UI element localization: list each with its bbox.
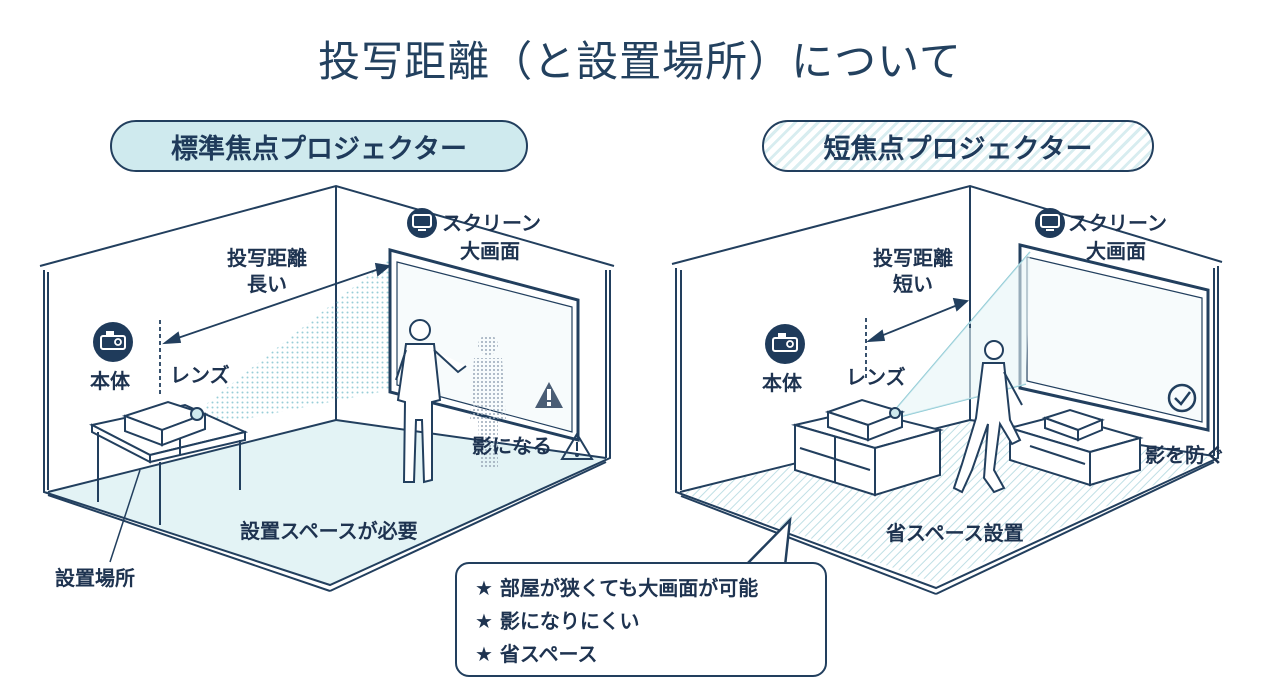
right-projector-icon <box>765 324 805 364</box>
callout-item: ★ 影になりにくい <box>475 609 640 633</box>
right-person <box>952 340 1023 494</box>
right-shadow-label: 影を防ぐ <box>1145 443 1225 467</box>
right-lens-label: レンズ <box>846 365 906 389</box>
right-distance-sub-label: 短い <box>893 272 933 296</box>
callout-tail <box>742 516 792 568</box>
left-projector-body <box>121 400 209 447</box>
right-space-label: 省スペース設置 <box>886 521 1024 545</box>
left-room <box>39 184 615 592</box>
short-throw-projector-heading: 短焦点プロジェクター <box>762 120 1154 172</box>
left-person <box>395 319 467 484</box>
check-icon <box>1167 383 1197 413</box>
left-body-label: 本体 <box>90 369 130 393</box>
place-pointer-line <box>109 469 141 563</box>
left-screen-sub-label: 大画面 <box>460 239 520 263</box>
benefits-callout: ★ 部屋が狭くても大画面が可能 ★ 影になりにくい ★ 省スペース <box>455 562 827 677</box>
right-far-projector <box>1041 408 1105 442</box>
callout-item: ★ 部屋が狭くても大画面が可能 <box>475 576 759 600</box>
page-title: 投写距離（と設置場所）について <box>318 37 962 86</box>
left-screen-icon <box>407 208 437 238</box>
left-distance-arrow <box>159 262 392 395</box>
left-distance-sub-label: 長い <box>247 272 287 296</box>
right-screen-icon <box>1035 208 1065 238</box>
right-projector-body <box>824 398 906 442</box>
right-distance-arrow <box>865 275 971 380</box>
left-person-shadow <box>470 335 506 468</box>
left-projector-icon <box>93 322 133 362</box>
left-space-label: 設置スペースが必要 <box>240 519 418 543</box>
left-shadow-label: 影になる <box>472 434 552 458</box>
standard-projector-heading: 標準焦点プロジェクター <box>110 120 528 172</box>
left-place-label: 設置場所 <box>55 566 135 590</box>
right-body-label: 本体 <box>762 371 802 395</box>
right-screen-sub-label: 大画面 <box>1086 239 1146 263</box>
left-screen-label: スクリーン <box>442 211 541 235</box>
warning-outline-icon <box>560 432 594 460</box>
warning-icon <box>535 382 563 408</box>
callout-item: ★ 省スペース <box>475 642 598 666</box>
right-distance-label: 投写距離 <box>873 246 953 270</box>
left-projection-beam <box>205 258 390 425</box>
right-screen-label: スクリーン <box>1068 211 1167 235</box>
left-distance-label: 投写距離 <box>227 246 307 270</box>
left-lens-label: レンズ <box>170 363 230 387</box>
